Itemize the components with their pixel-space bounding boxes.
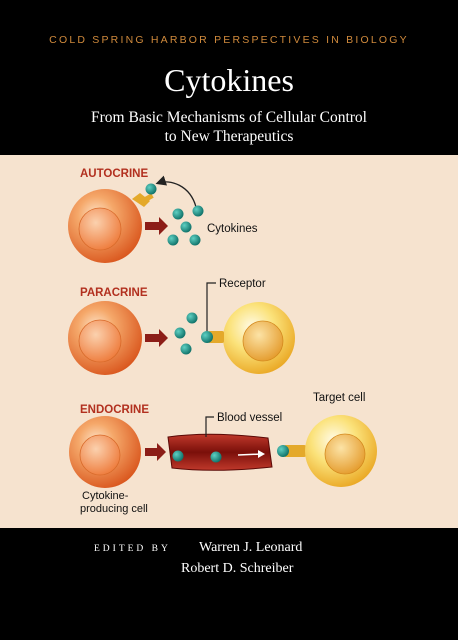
book-subtitle: From Basic Mechanisms of Cellular Contro…	[0, 108, 458, 146]
editors-block: EDITED BY Warren J. Leonard Robert D. Sc…	[0, 528, 458, 640]
receptor-label: Receptor	[219, 278, 266, 290]
paracrine-producer-cell	[68, 301, 142, 375]
paracrine-receptor	[201, 331, 224, 343]
autocrine-loop-arrow	[155, 175, 197, 208]
editor-name-1: Warren J. Leonard	[199, 540, 303, 555]
paracrine-target-cell	[223, 302, 295, 374]
paracrine-cytokines	[174, 312, 198, 355]
cytokines-label: Cytokines	[207, 223, 258, 235]
producing-cell-label-2: producing cell	[80, 503, 148, 515]
paracrine-secretion-arrow	[145, 329, 168, 347]
producing-cell-label-1: Cytokine-	[82, 490, 129, 502]
editor-name-2: Robert D. Schreiber	[181, 561, 294, 576]
edited-by-label: EDITED BY	[94, 544, 171, 554]
receptor-callout-line	[206, 282, 216, 331]
autocrine-receptor	[132, 183, 157, 207]
subtitle-line-2: to New Therapeutics	[164, 128, 294, 145]
endocrine-producer-cell	[69, 416, 141, 488]
blood-vessel-label: Blood vessel	[217, 412, 282, 424]
autocrine-cytokines	[167, 205, 204, 246]
blood-vessel	[167, 433, 273, 471]
autocrine-secretion-arrow	[145, 217, 168, 235]
endocrine-target-cell	[305, 415, 377, 487]
target-cell-label: Target cell	[313, 392, 365, 404]
endocrine-receptor	[277, 445, 306, 457]
subtitle-line-1: From Basic Mechanisms of Cellular Contro…	[91, 109, 367, 126]
book-title: Cytokines	[164, 62, 294, 98]
signaling-diagram: AUTOCRINE Cytokines PARACRINE	[68, 168, 377, 515]
illustration-panel: AUTOCRINE Cytokines PARACRINE	[0, 155, 458, 528]
autocrine-producer-cell	[68, 189, 142, 263]
paracrine-label: PARACRINE	[80, 287, 148, 299]
endocrine-secretion-arrow	[145, 443, 166, 461]
series-name: COLD SPRING HARBOR PERSPECTIVES IN BIOLO…	[49, 34, 409, 46]
autocrine-label: AUTOCRINE	[80, 168, 148, 180]
endocrine-label: ENDOCRINE	[80, 404, 149, 416]
vessel-callout-line	[205, 416, 214, 437]
